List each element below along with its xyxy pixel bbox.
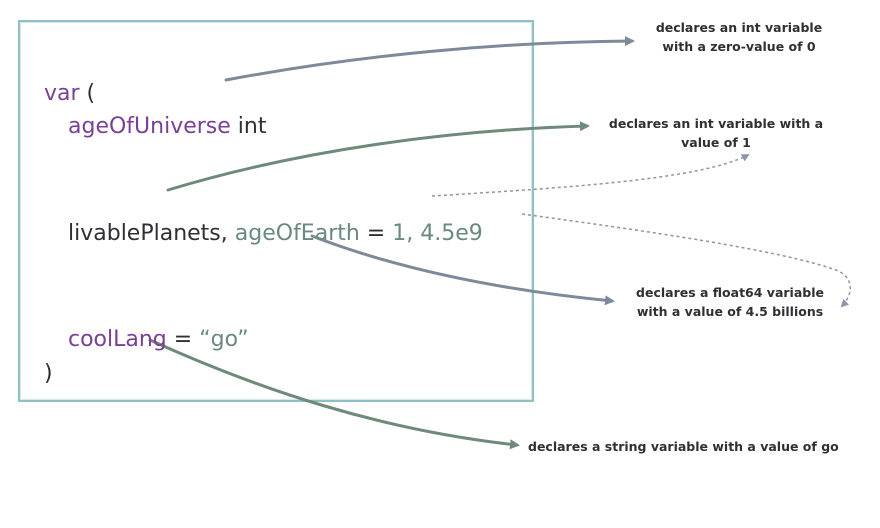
code-line-livable-planets: livablePlanets, ageOfEarth = 1, 4.5e9	[54, 201, 483, 245]
equals-sign: =	[359, 221, 393, 246]
value-separator: ,	[406, 221, 421, 246]
var-cool-lang: coolLang	[68, 327, 167, 352]
arrow-livable-planets	[166, 121, 590, 192]
note3-line1: declares a float64 variable	[636, 285, 824, 300]
value-go: “go”	[199, 327, 249, 352]
var-age-of-universe: ageOfUniverse	[68, 114, 231, 139]
code-line-age-of-universe: ageOfUniverse int	[54, 94, 267, 138]
code-line-close: )	[30, 341, 53, 385]
note-age-of-universe: declares an int variable with a zero-val…	[644, 18, 834, 56]
arrow-cool-lang	[148, 338, 520, 450]
note2-line1: declares an int variable with a	[608, 116, 824, 131]
note-age-of-earth: declares a float64 variable with a value…	[620, 283, 840, 321]
value-float: 4.5e9	[420, 221, 483, 246]
note-livable-planets: declares an int variable with a value of…	[596, 114, 836, 152]
note4-line1: declares a string variable with a value …	[528, 439, 839, 454]
note2-line2: value of 1	[681, 135, 751, 150]
note1-line2: with a zero-value of 0	[662, 39, 816, 54]
equals-sign-2: =	[166, 327, 200, 352]
close-paren: )	[44, 361, 53, 386]
arrow-age-of-earth	[310, 234, 615, 306]
var-livable-planets: livablePlanets	[68, 221, 221, 246]
arrow-float-value-dotted	[521, 213, 851, 308]
var-age-of-earth: ageOfEarth	[234, 221, 360, 246]
code-box	[18, 20, 534, 402]
arrow-age-of-universe	[224, 36, 635, 82]
open-paren: (	[79, 81, 96, 106]
type-int: int	[230, 114, 267, 139]
code-line-cool-lang: coolLang = “go”	[54, 307, 249, 351]
note3-line2: with a value of 4.5 billions	[636, 304, 824, 319]
note-cool-lang: declares a string variable with a value …	[528, 437, 839, 456]
arrow-value-one-dotted	[431, 154, 750, 197]
code-line-var: var (	[30, 61, 95, 105]
comma: ,	[220, 221, 235, 246]
keyword-var: var	[44, 81, 80, 106]
note1-line1: declares an int variable	[655, 20, 823, 35]
value-one: 1	[392, 221, 407, 246]
